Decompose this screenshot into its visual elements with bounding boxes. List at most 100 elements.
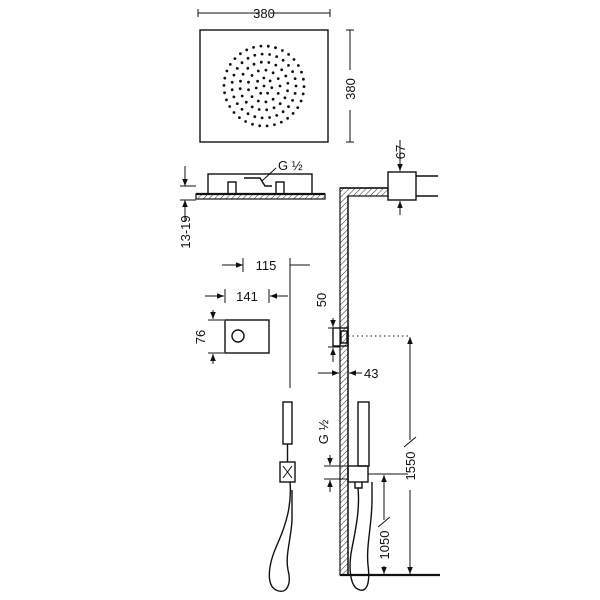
dim-43-label: 43 — [364, 366, 378, 381]
head-height-label: 380 — [343, 78, 358, 100]
mixer-body-side — [332, 327, 349, 347]
nozzle-dot — [265, 108, 269, 112]
nozzle-dot — [252, 62, 256, 66]
wall-section — [339, 187, 389, 576]
nozzle-dot — [275, 55, 279, 58]
nozzle-dot — [228, 63, 232, 66]
nozzle-dot — [246, 56, 250, 60]
head-width-dimension: 380 — [197, 6, 331, 21]
nozzle-dot — [251, 122, 254, 126]
nozzle-dot — [232, 95, 236, 99]
nozzle-dot — [240, 94, 244, 98]
nozzle-dot — [253, 53, 257, 57]
nozzle-dot — [250, 74, 254, 77]
nozzle-dot — [272, 106, 276, 110]
nozzle-dot — [239, 79, 242, 83]
ceiling-plate — [195, 193, 326, 200]
dim-67: 67 — [388, 140, 408, 215]
nozzle-dot — [286, 116, 289, 120]
holder-bracket — [279, 461, 296, 483]
head-width-label: 380 — [253, 6, 275, 21]
nozzle-dot — [278, 102, 282, 106]
nozzle-dot — [300, 70, 303, 74]
head-height-dimension: 380 — [343, 29, 358, 143]
nozzle-dot — [235, 102, 239, 105]
dim-141-label: 141 — [236, 289, 258, 304]
nozzle-dot — [296, 106, 300, 109]
mixer-side-view — [332, 327, 410, 347]
nozzle-dot — [294, 84, 298, 88]
dim-115: 115 — [222, 258, 310, 388]
nozzle-dot — [257, 108, 261, 111]
nozzle-dot — [225, 98, 228, 102]
nozzle-dot — [240, 107, 244, 111]
nozzle-dot — [256, 79, 259, 83]
nozzle-dot — [265, 124, 269, 128]
dim-43: 43 — [318, 362, 378, 381]
nozzle-dot — [278, 84, 282, 88]
nozzle-dot — [247, 80, 250, 84]
inlet-dimension: G ½ — [316, 420, 348, 492]
dim-67-label: 67 — [393, 145, 408, 159]
nozzle-dot — [291, 99, 294, 102]
hand-shower-side-head — [357, 401, 370, 467]
nozzle-dot — [244, 120, 248, 123]
nozzle-dot — [252, 46, 256, 49]
nozzle-dot — [241, 72, 245, 76]
nozzle-dot — [250, 105, 254, 109]
nozzle-dot — [296, 64, 300, 67]
nozzle-dot — [281, 49, 284, 52]
nozzle-dot — [283, 96, 287, 100]
nozzle-dot — [245, 48, 249, 52]
nozzle-dot — [262, 84, 266, 88]
recess-label: 13-19 — [178, 215, 193, 248]
nozzle-dot — [293, 77, 297, 80]
nozzle-dot — [276, 92, 280, 95]
nozzle-dot — [260, 52, 264, 56]
head-body — [207, 173, 313, 195]
nozzle-dot — [230, 80, 234, 84]
shower-head-plate — [199, 29, 329, 143]
nozzle-dot — [266, 91, 269, 95]
hose-side — [349, 482, 373, 591]
dim-115-label: 115 — [256, 258, 277, 273]
nozzle-dot — [233, 57, 237, 60]
connection-text: G ½ — [278, 158, 303, 173]
nozzle-dot — [275, 114, 279, 117]
nozzle-dot — [268, 79, 272, 83]
nozzle-dot — [270, 86, 274, 89]
dim-1550: 1550 — [403, 337, 418, 574]
nozzle-dot — [256, 69, 260, 73]
nozzle-dot — [286, 89, 289, 93]
nozzle-dot — [230, 88, 234, 92]
nozzle-dot — [284, 74, 288, 78]
nozzle-dot — [293, 92, 297, 95]
mixer-knob — [231, 329, 245, 343]
nozzle-dot — [302, 85, 306, 88]
mixer-plate — [224, 319, 270, 354]
nozzle-dot — [238, 87, 242, 91]
wall-outlet — [347, 465, 369, 483]
nozzle-dot — [281, 110, 285, 114]
nozzle-dot — [291, 70, 294, 73]
nozzle-dot — [232, 73, 236, 77]
nozzle-dot — [239, 52, 242, 56]
nozzle-dot — [273, 123, 276, 126]
nozzle-dot — [264, 68, 268, 72]
arm-block — [387, 171, 417, 201]
hand-shower-front-view — [268, 401, 296, 592]
nozzle-pattern — [222, 44, 306, 128]
connection-label-top: G ½ — [261, 158, 303, 182]
nozzle-dot — [271, 71, 275, 75]
shower-head-top-view — [199, 29, 329, 143]
dim-76: 76 — [193, 310, 224, 364]
dim-76-label: 76 — [193, 330, 208, 344]
nozzle-dot — [259, 44, 263, 48]
nozzle-dot — [287, 105, 290, 108]
dim-1550-label: 1550 — [403, 452, 418, 481]
nozzle-dot — [287, 64, 290, 67]
nozzle-dot — [247, 88, 250, 92]
nozzle-dot — [223, 91, 227, 95]
nozzle-dot — [262, 76, 266, 80]
